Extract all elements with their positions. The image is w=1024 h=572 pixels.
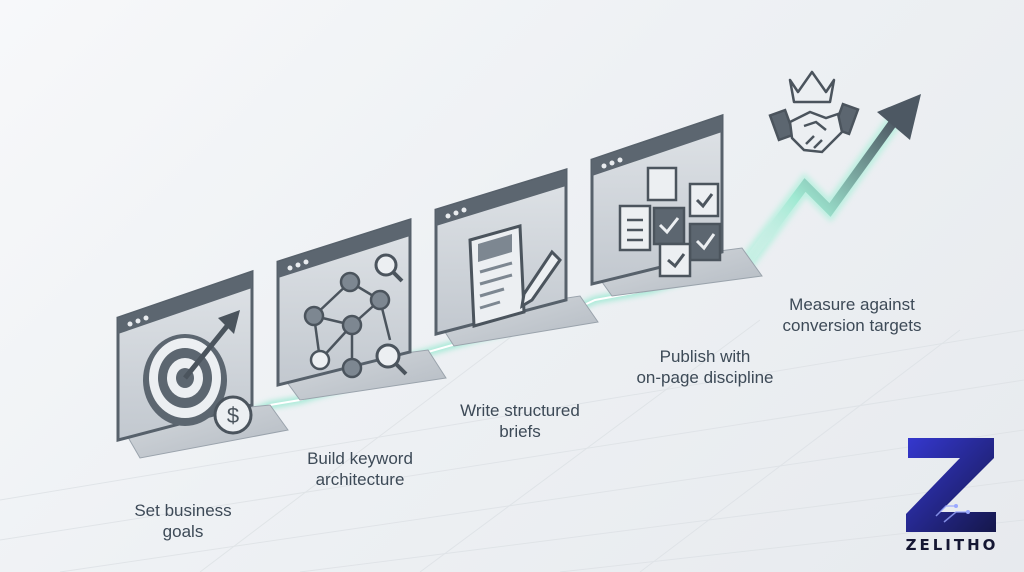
step-5-label-line-1: Measure against <box>789 295 915 314</box>
svg-text:$: $ <box>227 403 239 428</box>
step-2-label-line-1: Build keyword <box>307 449 413 468</box>
step-1-panel: $ <box>116 269 289 459</box>
growth-arrow <box>738 94 921 270</box>
step-1-label-line-1: Set business <box>134 501 232 520</box>
step-3-label-line-1: Write structured <box>460 401 580 420</box>
target-dollar-icon: $ <box>143 310 253 435</box>
z-logo-icon <box>906 438 996 532</box>
step-2-label: Build keyword architecture <box>290 448 430 490</box>
magnifier-icon <box>375 343 408 376</box>
keyword-network-icon <box>303 271 392 379</box>
step-4-label: Publish with on-page discipline <box>620 346 790 388</box>
step-5-label: Measure against conversion targets <box>762 294 942 336</box>
handshake-crown-icon <box>768 70 860 154</box>
step-4-panel <box>590 113 763 297</box>
step-3-label-line-2: briefs <box>499 422 541 441</box>
brand-logo: ZELITHO <box>896 432 1008 564</box>
step-4-label-line-1: Publish with <box>659 347 751 366</box>
magnifier-icon <box>374 253 404 283</box>
checklist-stack-icon <box>618 166 722 278</box>
step-5-label-line-2: conversion targets <box>782 316 922 335</box>
step-3-panel <box>434 167 599 347</box>
step-1-label: Set business goals <box>128 500 238 542</box>
floor-grid <box>0 319 1024 572</box>
crown-icon <box>788 70 836 104</box>
step-3-label: Write structured briefs <box>440 400 600 442</box>
step-2-panel <box>276 217 447 401</box>
document-pen-icon <box>468 224 562 328</box>
brand-name: ZELITHO <box>905 536 999 554</box>
step-2-label-line-2: architecture <box>315 470 405 489</box>
step-1-label-line-2: goals <box>162 522 204 541</box>
step-4-label-line-2: on-page discipline <box>636 368 774 387</box>
handshake-icon <box>768 102 860 154</box>
